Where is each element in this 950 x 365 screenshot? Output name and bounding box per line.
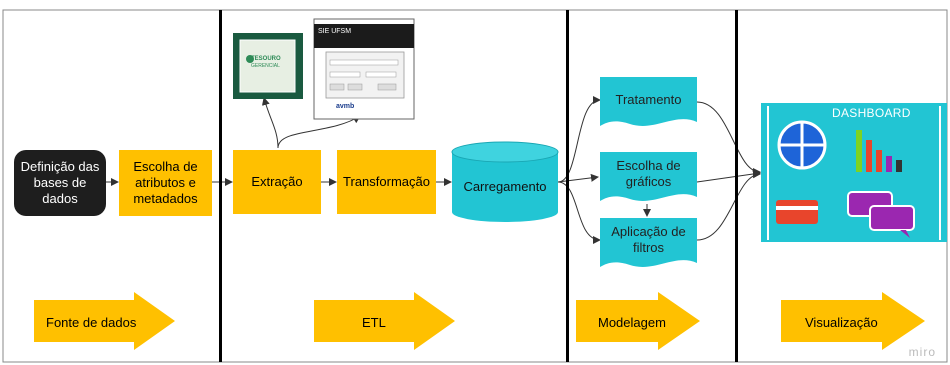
arrow-carregamento-to-filtros: [557, 181, 601, 244]
aplicacao-filtros-label: Aplicação de filtros: [611, 224, 686, 255]
bar-chart-icon: [856, 130, 902, 172]
dashboard-panel: [761, 103, 947, 242]
banner-arrow-modelagem: [576, 292, 700, 350]
chat-bubbles-icon: [847, 191, 915, 238]
banner-label-modelagem: Modelagem: [598, 315, 666, 330]
doc-graficos: [600, 152, 697, 201]
doc-filtros: [600, 218, 697, 267]
arrow-graficos-to-dashboard: [696, 170, 761, 183]
sie-ufsm-screenshot: [313, 18, 415, 120]
card-icon: [776, 200, 818, 224]
separator-1: [219, 10, 222, 362]
carregamento-label: Carregamento: [463, 179, 547, 194]
sie-brand: avmb: [336, 103, 355, 110]
banner-arrow-fonte: [34, 292, 175, 350]
transformacao-box: Transformação: [337, 150, 436, 214]
escolha-atributos-box: Escolha de atributos e metadados: [119, 150, 212, 216]
arrow-filtros-to-dashboard: [696, 170, 761, 241]
extracao-box: Extração: [233, 150, 321, 214]
doc-tratamento: [600, 77, 697, 126]
arrow-carregamento-to-graficos: [557, 173, 599, 183]
banner-label-etl: ETL: [362, 315, 386, 330]
arrow-carregamento-to-tratamento: [557, 96, 601, 183]
separator-2: [566, 10, 569, 362]
separator-3: [735, 10, 738, 362]
dashboard-title: DASHBOARD: [832, 106, 911, 120]
arrow-extracao-to-sie: [277, 115, 361, 149]
tesouro-gerencial-screenshot: [233, 33, 303, 99]
arrow-tratamento-to-dashboard: [696, 101, 761, 176]
arrow-extracao-to-tesouro: [261, 97, 279, 149]
miro-watermark: miro: [908, 345, 936, 359]
tesouro-sub: GERENCIAL: [251, 63, 280, 69]
banner-arrow-etl: [314, 292, 455, 350]
escolha-graficos-label: Escolha de gráficos: [616, 158, 681, 189]
banner-arrow-visualizacao: [781, 292, 925, 350]
carregamento-cylinder: [451, 141, 559, 222]
sie-title: SIE UFSM: [318, 28, 352, 35]
banner-label-visualizacao: Visualização: [805, 315, 878, 330]
definicao-bases-box: Definição das bases de dados: [14, 150, 106, 216]
tratamento-label: Tratamento: [615, 92, 682, 107]
banner-label-fonte: Fonte de dados: [46, 315, 137, 330]
tesouro-brand: TESOURO: [251, 56, 281, 62]
